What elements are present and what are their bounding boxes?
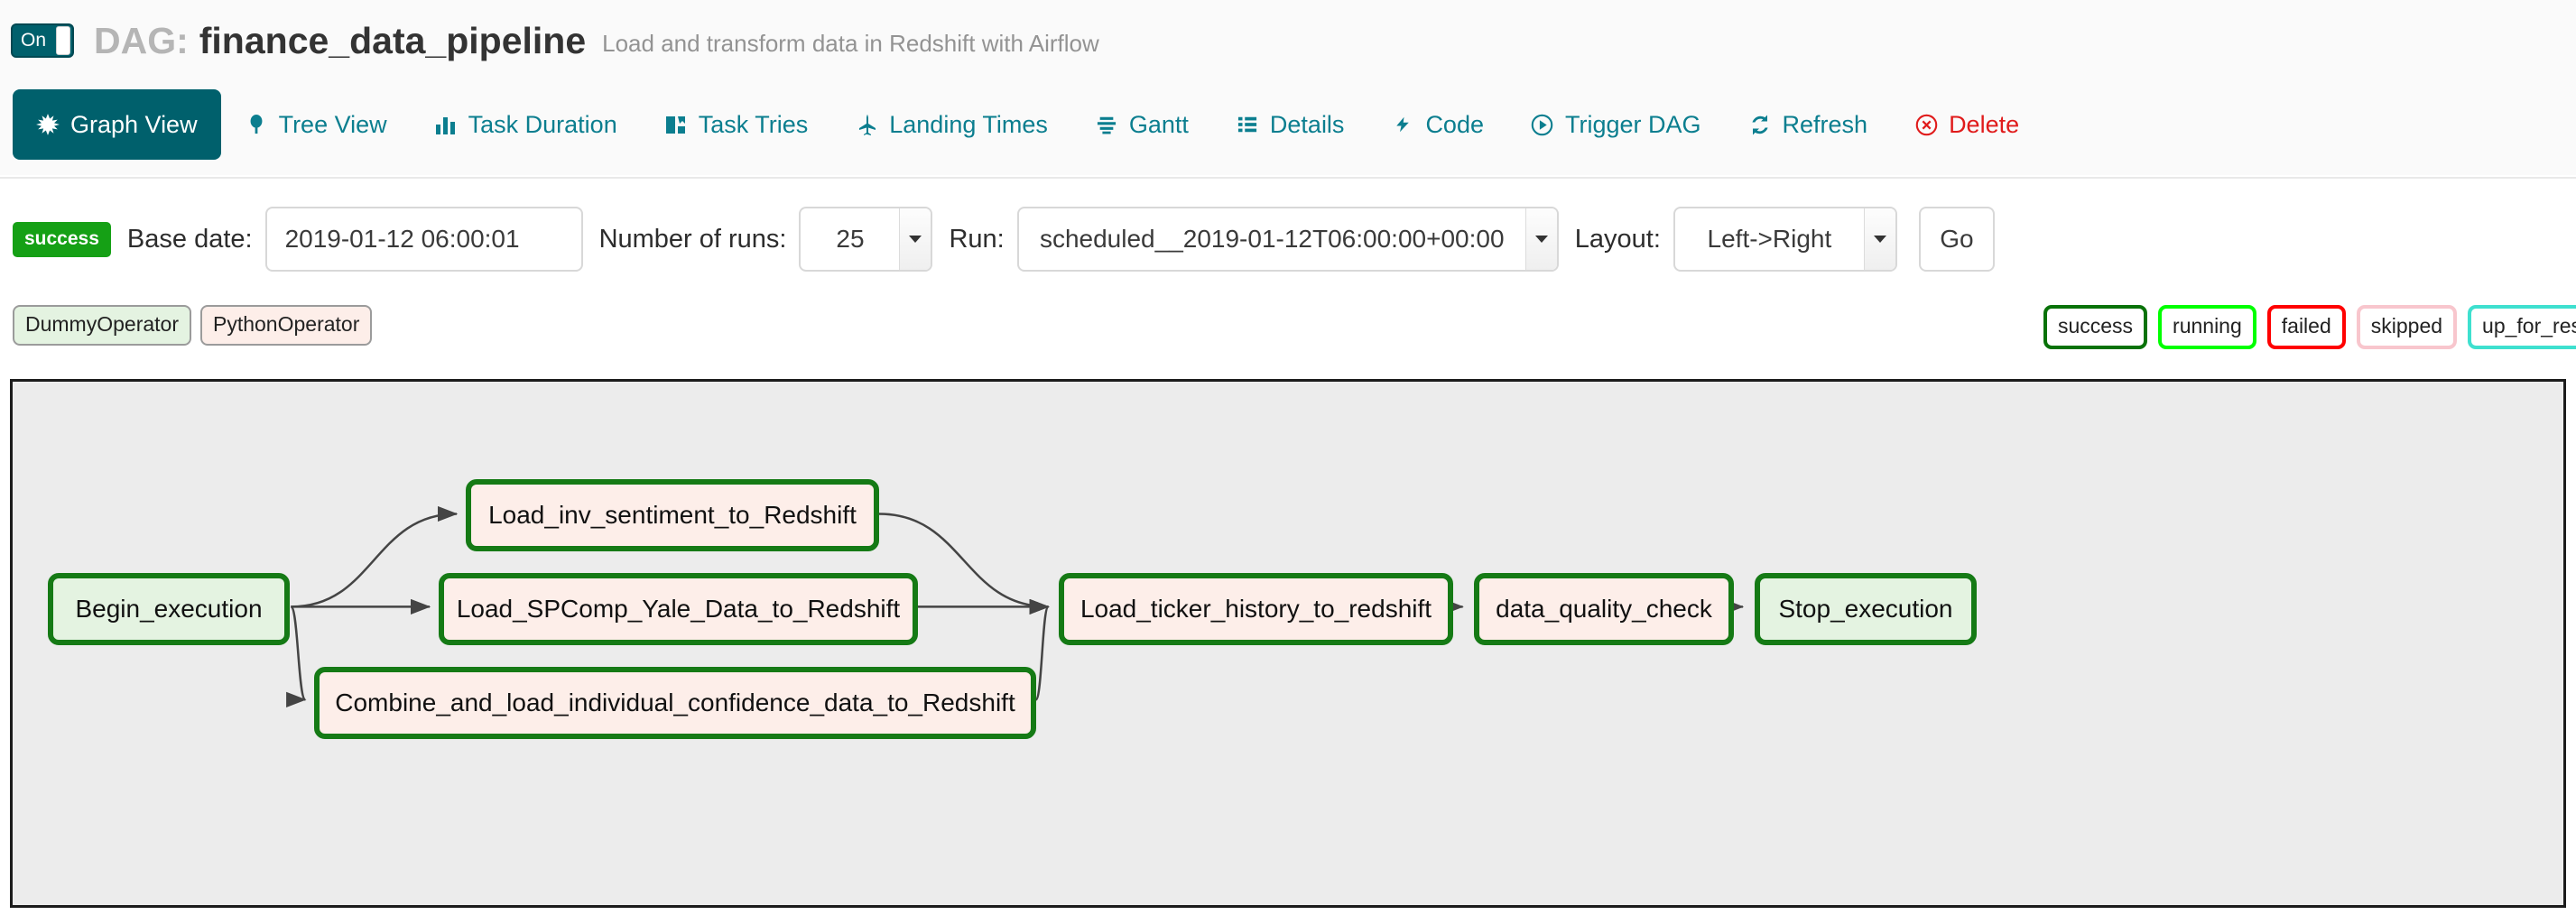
dag-task-label: Stop_execution <box>1778 595 1953 623</box>
task-tries-icon <box>664 112 688 137</box>
dag-task-node-load_ticker[interactable]: Load_ticker_history_to_redshift <box>1059 573 1453 645</box>
graph-inner: Begin_execution Load_inv_sentiment_to_Red… <box>13 382 2563 905</box>
dag-edge-begin_execution-to-load_inv_sentiment <box>291 505 459 608</box>
dag-nav-tabs: Graph View Tree View Task Duration Task Tri… <box>0 74 2576 175</box>
chevron-down-icon <box>1863 208 1895 270</box>
refresh-icon <box>1748 112 1772 137</box>
dag-run-state-badge: success <box>13 221 111 257</box>
play-circle-icon <box>1531 112 1554 137</box>
nav-tab-label: Gantt <box>1128 110 1189 138</box>
nav-tab-code[interactable]: Code <box>1367 89 1507 160</box>
page-title: finance_data_pipeline <box>199 19 587 61</box>
header-divider <box>0 177 2576 179</box>
graph-view-icon <box>36 112 60 137</box>
nav-tab-gantt[interactable]: Gantt <box>1071 89 1212 160</box>
layout-select[interactable]: Left->Right <box>1673 207 1897 272</box>
nav-tab-task-tries[interactable]: Task Tries <box>641 89 832 160</box>
dag-task-node-load_spcomp_yale[interactable]: Load_SPComp_Yale_Data_to_Redshift <box>439 573 918 645</box>
run-value: scheduled__2019-01-12T06:00:00+00:00 <box>1039 225 1505 253</box>
base-date-input[interactable] <box>264 207 583 272</box>
dag-label: DAG: <box>94 19 189 61</box>
dag-edge-load_inv_sentiment-to-load_ticker <box>878 513 1050 615</box>
dag-task-label: Load_ticker_history_to_redshift <box>1080 595 1432 623</box>
layout-label: Layout: <box>1574 224 1661 254</box>
nav-tab-label: Trigger DAG <box>1564 110 1701 138</box>
run-select[interactable]: scheduled__2019-01-12T06:00:00+00:00 <box>1016 207 1559 272</box>
nav-tab-label: Landing Times <box>889 110 1048 138</box>
nav-tab-trigger-dag[interactable]: Trigger DAG <box>1507 89 1725 160</box>
nav-tab-details[interactable]: Details <box>1212 89 1368 160</box>
nav-tab-task-duration[interactable]: Task Duration <box>411 89 641 160</box>
dag-description: Load and transform data in Redshift with… <box>602 29 1099 57</box>
dag-edge-begin_execution-to-combine_and_load <box>285 605 307 707</box>
nav-tab-tree-view[interactable]: Tree View <box>221 89 411 160</box>
tree-view-icon <box>245 112 268 137</box>
nav-tab-label: Delete <box>1949 110 2020 138</box>
go-button[interactable]: Go <box>1918 207 1995 272</box>
run-label: Run: <box>949 224 1005 254</box>
graph-edges <box>285 505 1745 707</box>
dag-task-label: Combine_and_load_individual_confidence_d… <box>335 689 1015 716</box>
graph-controls: success Base date: Number of runs: 25 Ru… <box>0 189 2576 289</box>
number-of-runs-select[interactable]: 25 <box>799 207 933 272</box>
toggle-knob <box>56 26 70 55</box>
status-badge-running: running <box>2158 305 2256 349</box>
details-list-icon <box>1236 112 1259 137</box>
dag-task-node-combine_and_load[interactable]: Combine_and_load_individual_confidence_d… <box>314 667 1036 739</box>
nav-tab-delete[interactable]: Delete <box>1891 89 2043 160</box>
dag-task-node-data_quality_check[interactable]: data_quality_check <box>1474 573 1734 645</box>
nav-tab-label: Graph View <box>70 110 198 138</box>
dag-task-node-stop_execution[interactable]: Stop_execution <box>1755 573 1977 645</box>
nav-tab-graph-view[interactable]: Graph View <box>13 89 221 160</box>
operator-badge-pythonoperator: PythonOperator <box>199 305 373 346</box>
page-header: On DAG: finance_data_pipeline Load and t… <box>0 0 2576 81</box>
nav-tab-landing-times[interactable]: Landing Times <box>831 89 1071 160</box>
operator-badge-dummyoperator: DummyOperator <box>13 305 191 346</box>
chevron-down-icon <box>1524 208 1557 270</box>
dag-pause-toggle[interactable]: On <box>11 23 74 58</box>
status-badge-up_for_res: up_for_res <box>2468 305 2576 349</box>
dag-task-label: Load_SPComp_Yale_Data_to_Redshift <box>456 595 901 623</box>
number-of-runs-label: Number of runs: <box>598 224 787 254</box>
status-badge-skipped: skipped <box>2356 305 2458 349</box>
dag-toggle-label: On <box>21 30 47 51</box>
bar-chart-icon <box>434 112 458 137</box>
gantt-icon <box>1095 112 1118 137</box>
plane-icon <box>855 112 878 137</box>
nav-tab-label: Refresh <box>1782 110 1868 138</box>
dag-task-node-begin_execution[interactable]: Begin_execution <box>48 573 290 645</box>
dag-edge-combine_and_load-to-load_ticker <box>1029 599 1050 701</box>
status-badge-failed: failed <box>2266 305 2346 349</box>
nav-tab-label: Tree View <box>278 110 387 138</box>
dag-task-label: Load_inv_sentiment_to_Redshift <box>488 501 857 529</box>
number-of-runs-value: 25 <box>836 225 865 253</box>
layout-value: Left->Right <box>1707 225 1832 253</box>
dag-task-label: data_quality_check <box>1496 595 1712 623</box>
nav-tab-refresh[interactable]: Refresh <box>1725 89 1892 160</box>
nav-tab-label: Task Duration <box>468 110 617 138</box>
dag-task-node-load_inv_sentiment[interactable]: Load_inv_sentiment_to_Redshift <box>466 479 879 551</box>
dag-task-label: Begin_execution <box>75 595 263 623</box>
base-date-label: Base date: <box>126 224 253 254</box>
nav-tab-label: Code <box>1425 110 1484 138</box>
chevron-down-icon <box>899 208 931 270</box>
nav-tab-label: Task Tries <box>698 110 809 138</box>
dag-graph-canvas[interactable]: Begin_execution Load_inv_sentiment_to_Red… <box>10 379 2566 908</box>
lightning-bolt-icon <box>1391 112 1414 137</box>
status-badge-success: success <box>2043 305 2148 349</box>
delete-circle-icon <box>1914 112 1938 137</box>
nav-tab-label: Details <box>1269 110 1345 138</box>
